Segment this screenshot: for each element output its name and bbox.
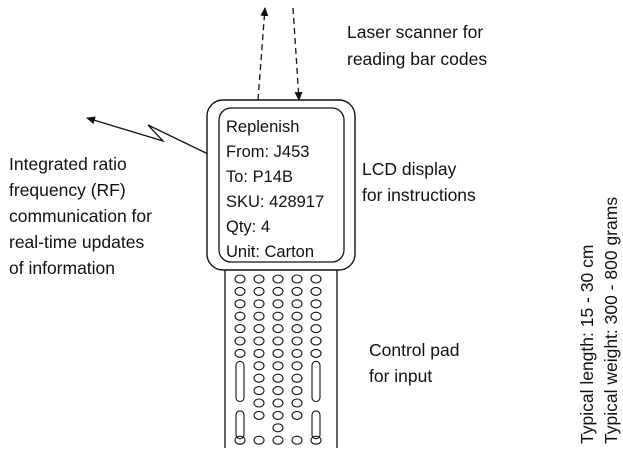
control-label-line-1: Control pad xyxy=(369,340,459,360)
keypad-key[interactable] xyxy=(310,311,322,321)
keypad-key[interactable] xyxy=(272,398,284,408)
keypad-key[interactable] xyxy=(272,435,284,445)
keypad-key[interactable] xyxy=(234,348,246,358)
lcd-text: Replenish From: J453 To: P14B SKU: 42891… xyxy=(226,118,324,261)
keypad-key[interactable] xyxy=(253,299,265,309)
keypad-key[interactable] xyxy=(291,311,303,321)
keypad-long-key[interactable] xyxy=(311,410,321,440)
lcd-line-unit: Unit: Carton xyxy=(226,243,314,261)
keypad-key[interactable] xyxy=(272,274,284,284)
keypad-key[interactable] xyxy=(253,435,265,445)
keypad-key[interactable] xyxy=(234,336,246,346)
keypad-key[interactable] xyxy=(272,311,284,321)
rf-label-line-3: communication for xyxy=(9,206,152,226)
control-pad-label: Control pad for input xyxy=(369,340,459,386)
keypad-key[interactable] xyxy=(310,274,322,284)
keypad-key[interactable] xyxy=(291,274,303,284)
keypad-key[interactable] xyxy=(253,373,265,383)
lcd-line-task: Replenish xyxy=(226,118,299,136)
keypad-long-key[interactable] xyxy=(311,360,321,403)
keypad-key[interactable] xyxy=(291,361,303,371)
keypad-key[interactable] xyxy=(310,324,322,334)
keypad-key[interactable] xyxy=(272,286,284,296)
incoming-laser-beam xyxy=(292,7,303,101)
keypad-key[interactable] xyxy=(253,361,265,371)
laser-scanner-label: Laser scanner for reading bar codes xyxy=(347,22,487,69)
keypad-key[interactable] xyxy=(272,423,284,433)
keypad-long-key[interactable] xyxy=(235,410,245,440)
keypad-key[interactable] xyxy=(234,311,246,321)
lcd-line-qty: Qty: 4 xyxy=(226,218,270,236)
outgoing-laser-beam xyxy=(257,7,269,101)
keypad-key[interactable] xyxy=(291,348,303,358)
lcd-screen xyxy=(218,107,345,263)
keypad-key[interactable] xyxy=(272,299,284,309)
keypad-key[interactable] xyxy=(291,410,303,420)
keypad-key[interactable] xyxy=(291,286,303,296)
lcd-line-from: From: J453 xyxy=(226,143,309,161)
keypad-key[interactable] xyxy=(234,324,246,334)
keypad-key[interactable] xyxy=(253,386,265,396)
specifications-label: Typical length: 15 - 30 cm Typical weigh… xyxy=(577,197,621,444)
keypad-long-key[interactable] xyxy=(235,360,245,403)
keypad-key[interactable] xyxy=(272,373,284,383)
keypad-key[interactable] xyxy=(291,398,303,408)
keypad-key[interactable] xyxy=(253,348,265,358)
keypad-key[interactable] xyxy=(291,373,303,383)
keypad-key[interactable] xyxy=(234,299,246,309)
keypad-key[interactable] xyxy=(272,348,284,358)
control-label-line-2: for input xyxy=(369,366,432,386)
keypad-key[interactable] xyxy=(310,348,322,358)
keypad-key[interactable] xyxy=(253,274,265,284)
rf-label-line-1: Integrated ratio xyxy=(9,154,127,174)
keypad-key[interactable] xyxy=(272,336,284,346)
rf-label-line-4: real-time updates xyxy=(9,232,144,252)
laser-label-line-2: reading bar codes xyxy=(347,49,487,69)
keypad-key[interactable] xyxy=(310,435,322,445)
keypad-key[interactable] xyxy=(291,324,303,334)
lcd-line-sku: SKU: 428917 xyxy=(226,193,324,211)
laser-label-line-1: Laser scanner for xyxy=(347,22,483,42)
lcd-label-line-1: LCD display xyxy=(362,159,457,179)
keypad-key[interactable] xyxy=(272,361,284,371)
keypad-key[interactable] xyxy=(272,386,284,396)
keypad-key[interactable] xyxy=(291,435,303,445)
keypad-key[interactable] xyxy=(291,386,303,396)
keypad-key[interactable] xyxy=(310,286,322,296)
keypad-key[interactable] xyxy=(272,410,284,420)
keypad-key[interactable] xyxy=(253,398,265,408)
keypad-key[interactable] xyxy=(234,286,246,296)
rf-label-line-2: frequency (RF) xyxy=(9,180,126,200)
typical-length-text: Typical length: 15 - 30 cm xyxy=(577,245,597,444)
keypad-key[interactable] xyxy=(253,311,265,321)
keypad-key[interactable] xyxy=(272,324,284,334)
keypad-key[interactable] xyxy=(291,299,303,309)
rf-label-line-5: of information xyxy=(9,258,115,278)
rf-signal-arrow xyxy=(86,116,209,155)
keypad-key[interactable] xyxy=(310,336,322,346)
keypad-key[interactable] xyxy=(291,336,303,346)
lcd-label-line-2: for instructions xyxy=(362,185,476,205)
keypad-key[interactable] xyxy=(234,435,246,445)
typical-weight-text: Typical weight: 300 - 800 grams xyxy=(601,197,621,444)
lcd-display-label: LCD display for instructions xyxy=(362,159,476,205)
keypad-key[interactable] xyxy=(253,286,265,296)
keypad-key[interactable] xyxy=(253,336,265,346)
control-pad xyxy=(234,274,322,445)
keypad-key[interactable] xyxy=(310,299,322,309)
keypad-key[interactable] xyxy=(234,274,246,284)
keypad-key[interactable] xyxy=(253,324,265,334)
keypad-key[interactable] xyxy=(253,410,265,420)
rf-label: Integrated ratio frequency (RF) communic… xyxy=(9,154,152,278)
lcd-line-to: To: P14B xyxy=(226,168,293,186)
